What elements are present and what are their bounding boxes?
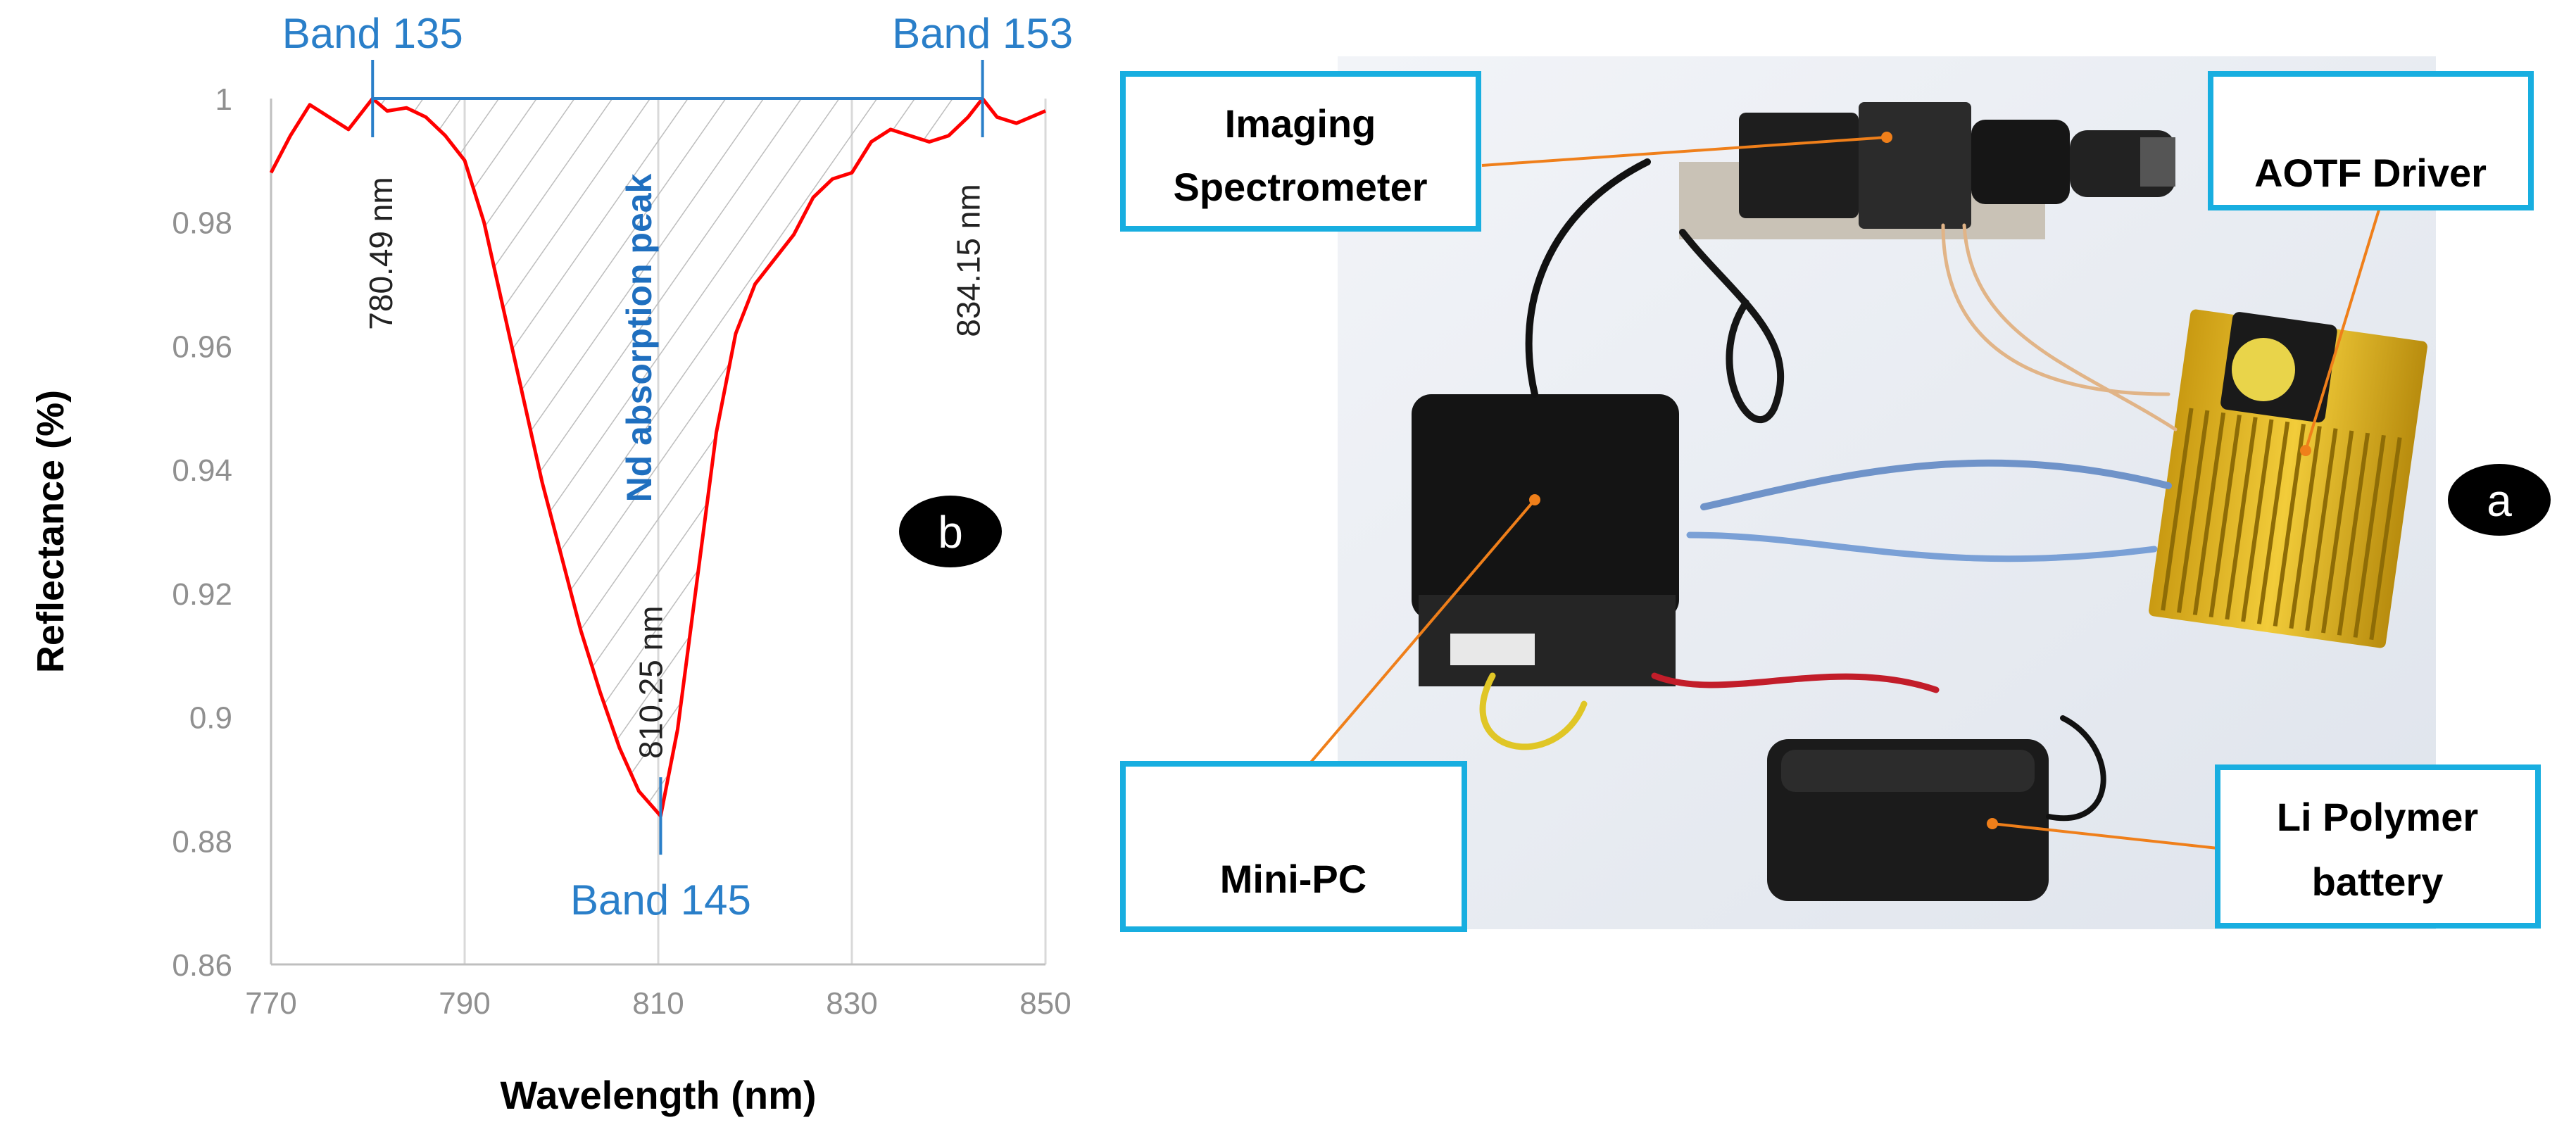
label-battery-line1: Li Polymer bbox=[2277, 795, 2478, 839]
y-tick-label: 0.96 bbox=[172, 329, 232, 364]
y-tick-label: 0.9 bbox=[189, 701, 232, 736]
y-tick-label: 0.88 bbox=[172, 824, 232, 859]
band-wavelength-2: 834.15 nm bbox=[950, 184, 987, 336]
hatch-fill bbox=[372, 99, 983, 817]
device-photo: Imaging Spectrometer AOTF Driver Mini-PC… bbox=[1120, 56, 2551, 932]
band-label-2: Band 153 bbox=[892, 10, 1073, 57]
fin bbox=[2321, 430, 2354, 634]
imaging-spectrometer-device bbox=[1679, 102, 2175, 239]
label-aotf-driver: AOTF Driver bbox=[2208, 71, 2534, 210]
power-cable-red bbox=[1651, 672, 1940, 693]
fin bbox=[2369, 437, 2402, 641]
leader-lines bbox=[1308, 136, 2381, 850]
ethernet-cable-2 bbox=[1686, 531, 2158, 562]
x-tick-label: 850 bbox=[1019, 986, 1071, 1021]
y-tick-label: 0.94 bbox=[172, 453, 232, 488]
ethernet-cable-1 bbox=[1700, 459, 2172, 510]
fin bbox=[2353, 434, 2386, 638]
label-battery-line2: battery bbox=[2312, 860, 2444, 904]
band-label-0: Band 135 bbox=[282, 10, 463, 57]
x-tick-labels: 770 790 810 830 850 bbox=[245, 986, 1071, 1021]
fan-hub bbox=[2232, 338, 2295, 401]
fin bbox=[2192, 412, 2226, 615]
fin bbox=[2241, 419, 2274, 622]
label-imaging-spectrometer: Imaging Spectrometer bbox=[1120, 71, 1481, 232]
dot-aotf bbox=[2300, 445, 2311, 456]
fin bbox=[2177, 410, 2210, 613]
band-markers: Band 135 780.49 nm Band 145 810.25 nm Band 1… bbox=[282, 10, 1073, 924]
label-spectrometer-line1: Imaging bbox=[1225, 101, 1376, 146]
cables bbox=[1479, 158, 2178, 822]
leader-spectrometer bbox=[1481, 136, 1887, 167]
label-box-battery bbox=[2215, 764, 2541, 929]
y-axis-label: Reflectance (%) bbox=[30, 390, 72, 673]
aotf-cell bbox=[1859, 102, 1971, 229]
dot-mini-pc bbox=[1529, 494, 1540, 505]
panel-b-label: b bbox=[938, 507, 963, 558]
y-tick-labels: 0.86 0.88 0.9 0.92 0.94 0.96 0.98 1 bbox=[172, 82, 232, 983]
leader-aotf bbox=[2304, 207, 2381, 451]
battery-cable bbox=[2046, 715, 2106, 822]
spectrometer-body bbox=[1739, 113, 1859, 218]
leader-mini-pc bbox=[1308, 498, 1536, 765]
rf-cable-1 bbox=[1941, 223, 2170, 396]
heat-sink-fins bbox=[2161, 408, 2402, 641]
fin bbox=[2256, 421, 2290, 624]
mini-pc-top bbox=[1412, 394, 1679, 619]
rf-cable-2 bbox=[1962, 223, 2178, 432]
band-label-1: Band 145 bbox=[570, 876, 751, 924]
absorption-annotation: Nd absorption peak bbox=[620, 173, 659, 502]
leader-dots bbox=[1529, 132, 2311, 829]
dot-spectrometer bbox=[1881, 132, 1892, 143]
label-mini-pc-text: Mini-PC bbox=[1220, 857, 1366, 901]
panel-a-label: a bbox=[2487, 475, 2512, 526]
label-li-polymer-battery: Li Polymer battery bbox=[2215, 764, 2541, 929]
band-wavelength-0: 780.49 nm bbox=[363, 177, 399, 329]
lens-ring bbox=[2140, 137, 2175, 187]
panel-a-badge: a bbox=[2448, 464, 2551, 536]
absorption-hatch-area bbox=[372, 99, 983, 817]
panel-a-circle bbox=[2448, 464, 2551, 536]
usb-cable bbox=[1525, 158, 1651, 398]
coiled-cable bbox=[1679, 229, 1785, 423]
label-aotf-text: AOTF Driver bbox=[2254, 151, 2487, 195]
label-box-aotf bbox=[2208, 71, 2534, 210]
label-spectrometer-line2: Spectrometer bbox=[1173, 165, 1427, 209]
fin bbox=[2337, 432, 2370, 636]
y-tick-label: 0.86 bbox=[172, 948, 232, 983]
leader-battery bbox=[1992, 822, 2218, 850]
mini-pc-connector bbox=[1450, 634, 1535, 665]
panel-b-circle bbox=[899, 496, 1002, 567]
relay-lens bbox=[1971, 120, 2070, 204]
aotf-driver-device bbox=[2149, 309, 2427, 648]
y-tick-label: 0.92 bbox=[172, 577, 232, 612]
y-tick-label: 0.98 bbox=[172, 206, 232, 241]
x-tick-label: 830 bbox=[826, 986, 877, 1021]
label-box-mini-pc bbox=[1120, 761, 1467, 932]
fin bbox=[2305, 428, 2338, 631]
reflectance-chart: 0.86 0.88 0.9 0.92 0.94 0.96 0.98 1 770 790 810 83… bbox=[30, 10, 1073, 1117]
x-tick-label: 790 bbox=[439, 986, 490, 1021]
fin bbox=[2161, 408, 2194, 611]
mini-pc-device bbox=[1412, 394, 1679, 686]
power-cable-yellow bbox=[1479, 672, 1588, 750]
li-polymer-battery-device bbox=[1767, 739, 2049, 901]
label-box-spectrometer bbox=[1120, 71, 1481, 232]
fin bbox=[2225, 417, 2258, 620]
x-axis-label: Wavelength (nm) bbox=[500, 1073, 816, 1117]
band-wavelength-1: 810.25 nm bbox=[632, 605, 669, 758]
x-tick-label: 770 bbox=[245, 986, 296, 1021]
y-tick-label: 1 bbox=[215, 82, 232, 117]
fin bbox=[2289, 426, 2322, 629]
x-tick-label: 810 bbox=[632, 986, 684, 1021]
axes bbox=[270, 99, 1045, 966]
battery-highlight bbox=[1781, 750, 2035, 792]
fin bbox=[2209, 415, 2242, 618]
fin bbox=[2273, 423, 2306, 627]
panel-b-badge: b bbox=[899, 496, 1002, 567]
dot-battery bbox=[1987, 818, 1998, 829]
label-mini-pc: Mini-PC bbox=[1120, 761, 1467, 932]
